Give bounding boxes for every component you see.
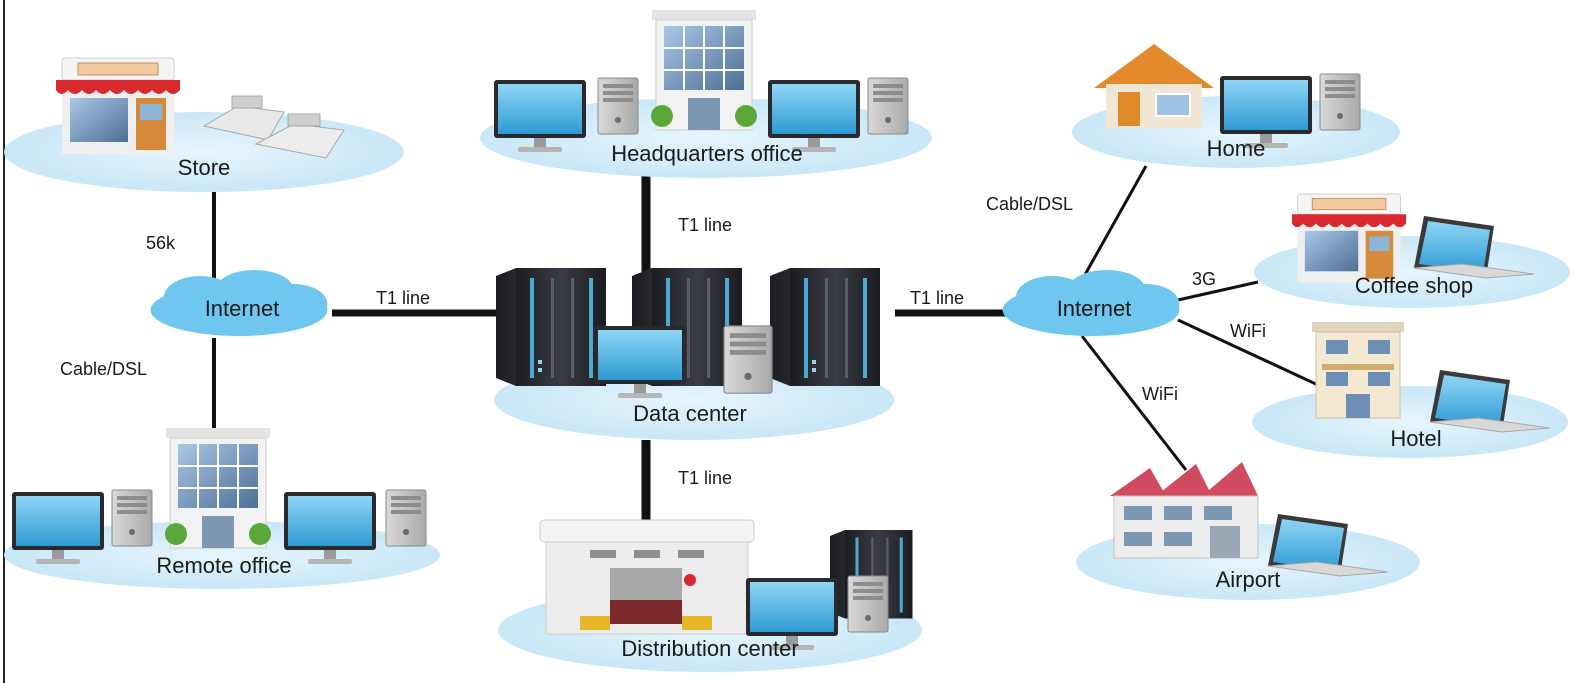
remote-office-node: Remote office bbox=[12, 427, 427, 578]
link-label-internet-remote: Cable/DSL bbox=[60, 359, 147, 379]
home-label: Home bbox=[1207, 136, 1266, 161]
internet-left-node: Internet bbox=[150, 270, 328, 336]
warehouse-icon bbox=[539, 519, 755, 635]
pc-tower-icon bbox=[111, 489, 153, 547]
coffee-shop-node: Coffee shop bbox=[1291, 193, 1535, 298]
storefront-icon bbox=[1291, 193, 1407, 283]
link-label-internet-home: Cable/DSL bbox=[986, 194, 1073, 214]
internet-right-label: Internet bbox=[1057, 296, 1132, 321]
distribution-center-label: Distribution center bbox=[621, 636, 798, 661]
remote-office-label: Remote office bbox=[156, 553, 291, 578]
pc-tower-icon bbox=[1319, 73, 1361, 131]
pc-tower-icon bbox=[385, 489, 427, 547]
store-label: Store bbox=[178, 155, 231, 180]
hotel-node: Hotel bbox=[1312, 322, 1551, 451]
line-internet-coffee bbox=[1177, 280, 1259, 302]
headquarters-label: Headquarters office bbox=[611, 141, 803, 166]
line-internet-home bbox=[1080, 165, 1148, 281]
distribution-center-node: Distribution center bbox=[539, 519, 913, 661]
line-internet-hotel bbox=[1177, 318, 1319, 387]
server-rack-icon bbox=[770, 268, 880, 386]
office-building-icon bbox=[650, 9, 758, 131]
pc-tower-icon bbox=[597, 77, 639, 135]
link-label-internet-airport: WiFi bbox=[1142, 384, 1178, 404]
link-label-internet-datacenter: T1 line bbox=[376, 288, 430, 308]
cash-register-icon bbox=[202, 95, 345, 159]
house-icon bbox=[1094, 44, 1214, 128]
office-building-icon bbox=[164, 427, 272, 549]
data-center-label: Data center bbox=[633, 401, 747, 426]
pc-tower-icon bbox=[847, 575, 889, 633]
airport-label: Airport bbox=[1216, 567, 1281, 592]
line-internet-airport bbox=[1080, 335, 1188, 471]
coffee-shop-label: Coffee shop bbox=[1355, 273, 1473, 298]
hotel-label: Hotel bbox=[1390, 426, 1441, 451]
airport-building-icon bbox=[1110, 462, 1259, 559]
pc-tower-icon bbox=[867, 77, 909, 135]
link-labels: 56k Cable/DSL T1 line T1 line T1 line T1… bbox=[60, 194, 1266, 488]
link-label-store-internet: 56k bbox=[146, 233, 176, 253]
headquarters-node: Headquarters office bbox=[494, 9, 909, 166]
link-label-datacenter-distribution: T1 line bbox=[678, 468, 732, 488]
home-node: Home bbox=[1094, 44, 1361, 161]
link-label-internet-hotel: WiFi bbox=[1230, 321, 1266, 341]
server-rack-icon bbox=[496, 268, 606, 386]
link-label-datacenter-internet: T1 line bbox=[910, 288, 964, 308]
internet-right-node: Internet bbox=[1002, 270, 1180, 336]
link-label-hq-datacenter: T1 line bbox=[678, 215, 732, 235]
store-node: Store bbox=[55, 57, 345, 180]
internet-left-label: Internet bbox=[205, 296, 280, 321]
pc-tower-icon bbox=[723, 325, 773, 394]
hotel-building-icon bbox=[1312, 322, 1404, 419]
link-label-internet-coffee: 3G bbox=[1192, 269, 1216, 289]
data-center-node: Data center bbox=[496, 268, 880, 426]
connection-lines bbox=[212, 165, 1319, 520]
airport-node: Airport bbox=[1110, 462, 1389, 592]
storefront-icon bbox=[55, 57, 181, 155]
left-border bbox=[3, 0, 5, 683]
